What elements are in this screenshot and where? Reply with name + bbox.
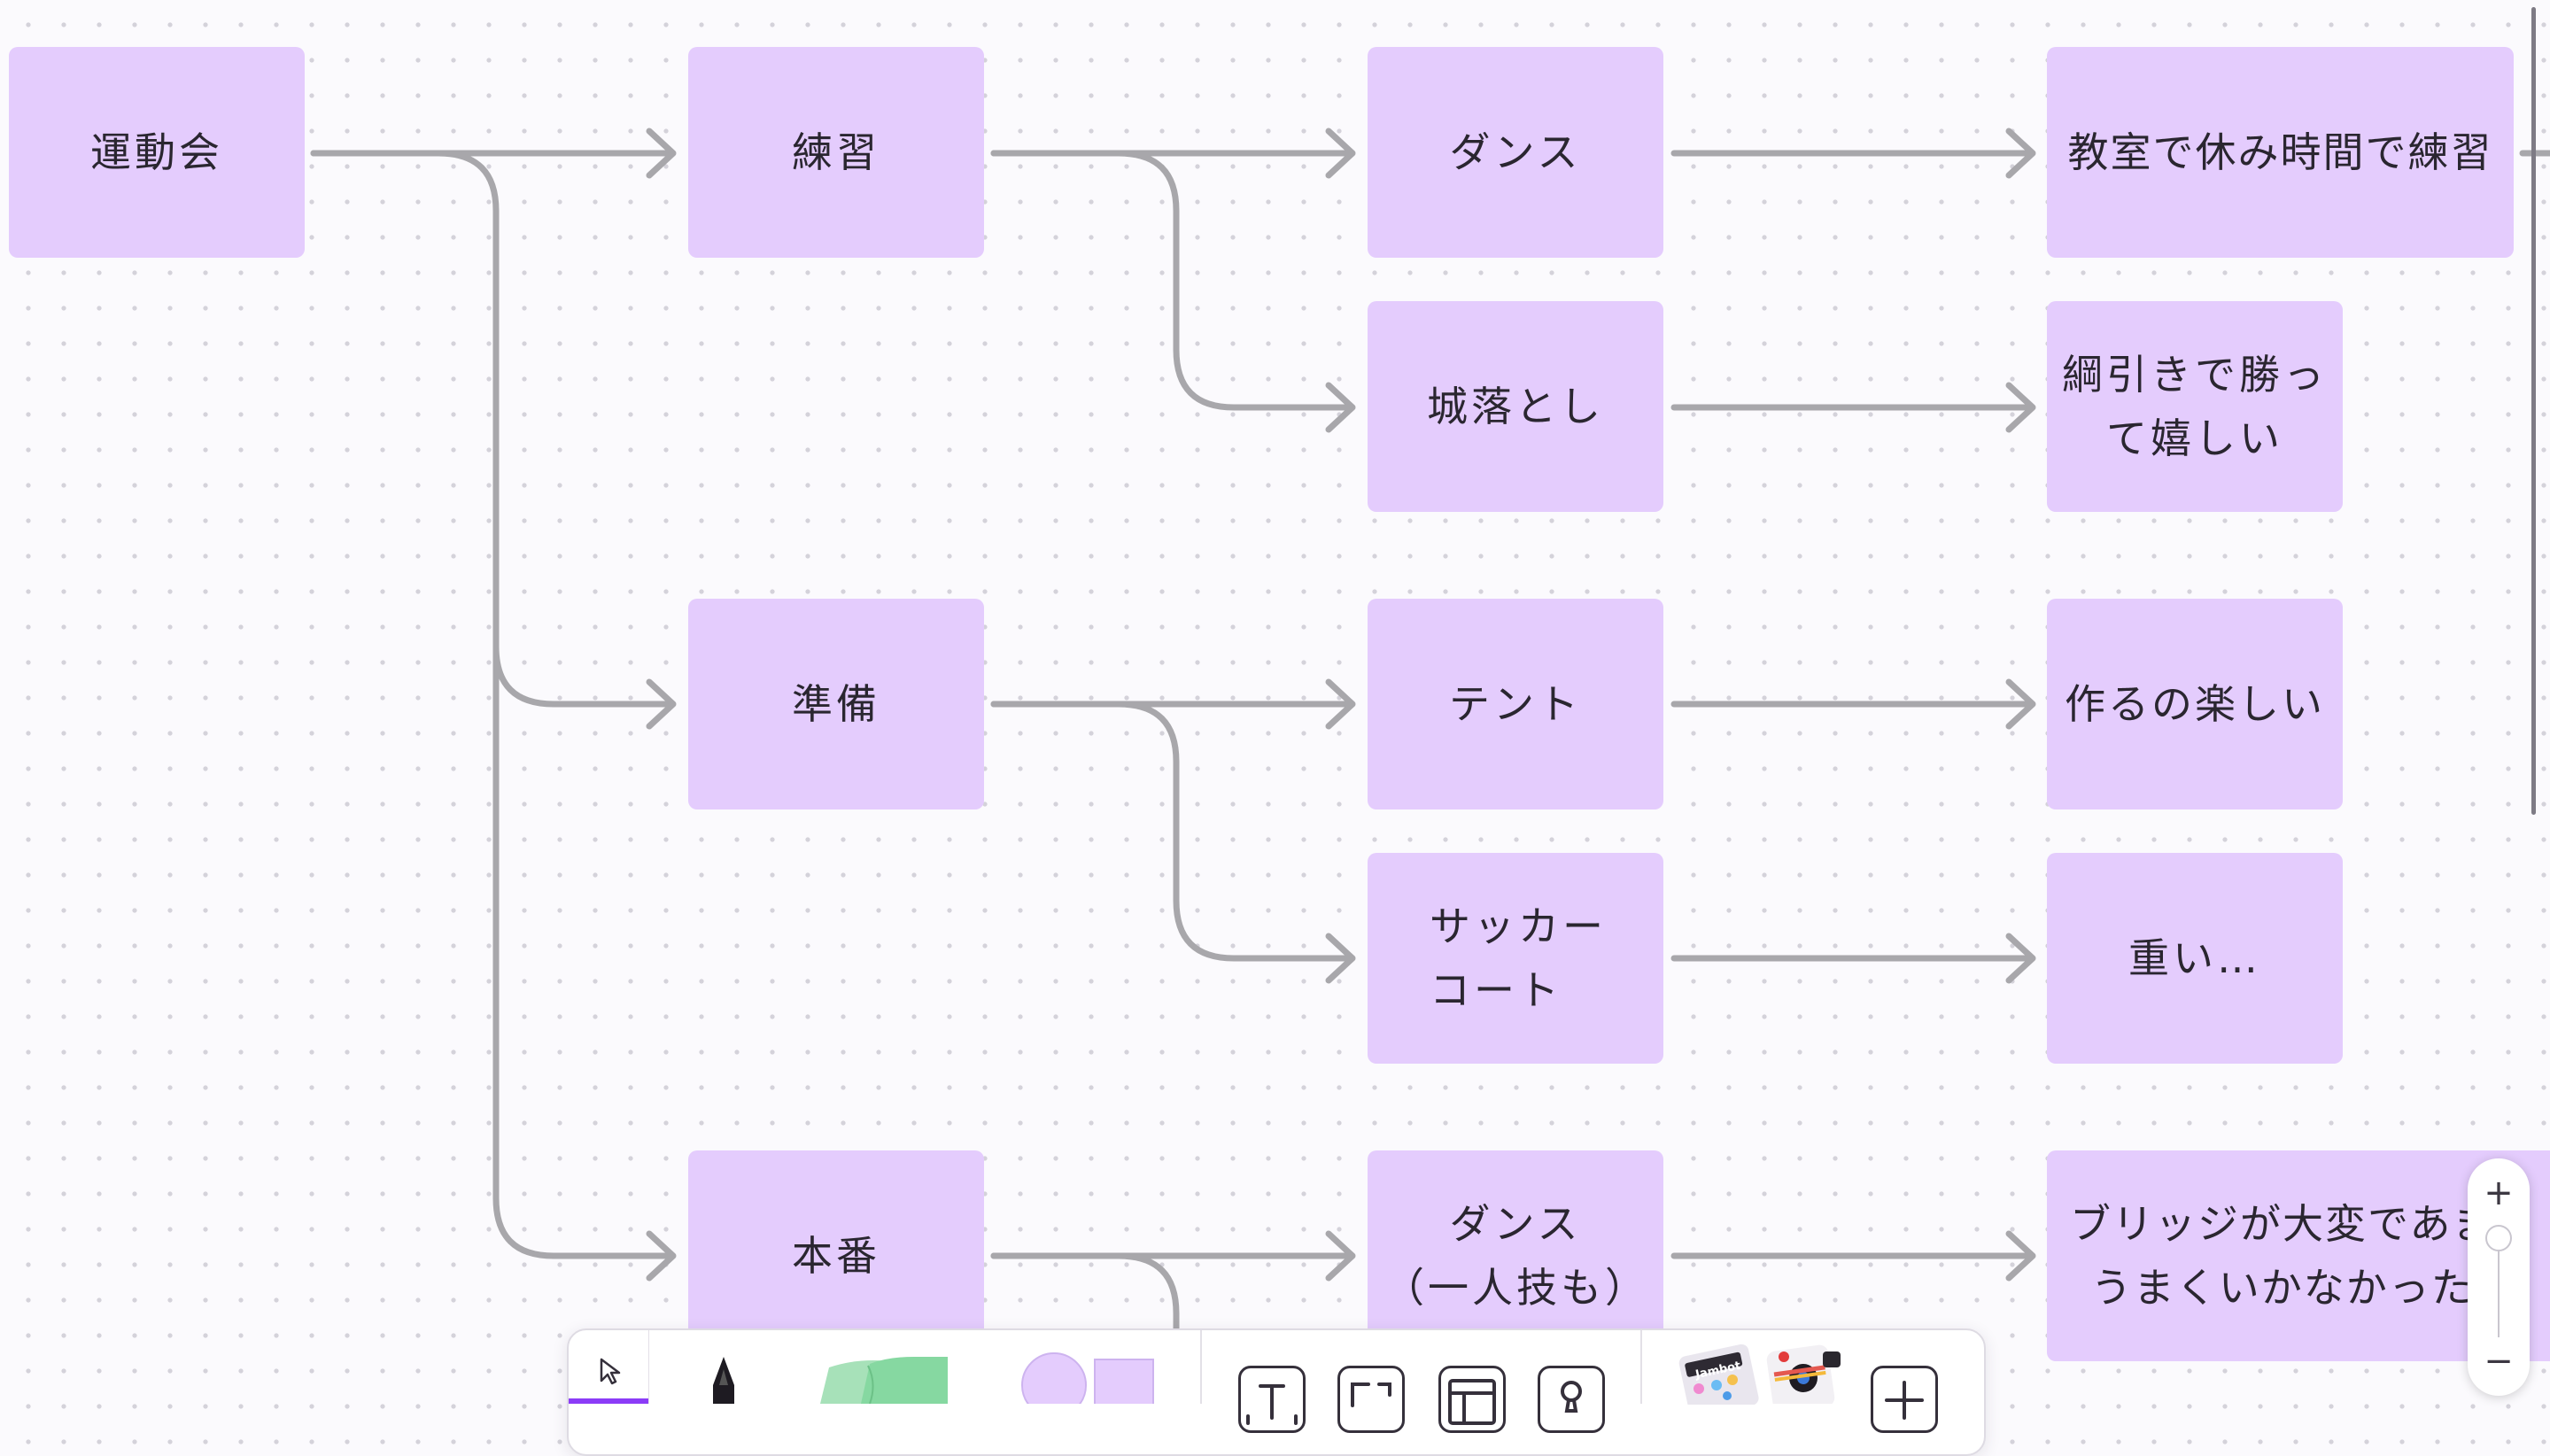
node-bridge[interactable]: ブリッジが大変であま うまくいかなかった: [2047, 1150, 2550, 1361]
stamp-tool-button[interactable]: [1538, 1366, 1605, 1433]
pen-icon: [713, 1357, 734, 1404]
cursor-icon: [600, 1358, 621, 1385]
arrowhead: [1325, 1230, 1356, 1282]
table-icon: [1448, 1379, 1496, 1425]
arrowhead: [1325, 128, 1356, 179]
node-soccer-court[interactable]: サッカー コート: [1368, 853, 1663, 1064]
arrowhead: [2005, 382, 2036, 433]
connector-junbi-soccer: [990, 701, 1354, 962]
arrowhead: [646, 1230, 677, 1282]
connector-renshu-shiro: [990, 150, 1354, 411]
shapes-tool-button[interactable]: [1011, 1330, 1162, 1404]
arrowhead: [2005, 678, 2036, 730]
text-tool-button[interactable]: [1238, 1366, 1306, 1433]
sticky-note-icon: [820, 1357, 948, 1404]
connector-layer: [310, 128, 2550, 1402]
jambot-icon: [1678, 1344, 1759, 1405]
arrowhead: [2005, 933, 2036, 984]
node-shiro-otoshi[interactable]: 城落とし: [1368, 301, 1663, 512]
connector-undoukai-honban: [492, 634, 675, 1259]
arrowhead: [1325, 382, 1356, 433]
sticky-note-tool-button[interactable]: [808, 1330, 958, 1404]
node-dance-solo[interactable]: ダンス （一人技も）: [1368, 1150, 1663, 1361]
node-undoukai[interactable]: 運動会: [9, 47, 305, 258]
connector-honban-next: [990, 1252, 1180, 1402]
connector-undoukai-junbi: [310, 150, 675, 708]
bottom-toolbar: Jambot: [567, 1328, 1986, 1456]
active-indicator: [569, 1398, 648, 1404]
arrowhead: [2005, 128, 2036, 179]
node-kyoshitsu[interactable]: 教室で休み時間で練習: [2047, 47, 2514, 258]
shapes-icon: [1021, 1352, 1154, 1404]
apps-button[interactable]: [1764, 1330, 1853, 1404]
arrowhead: [2005, 1230, 2036, 1282]
text-icon: [1246, 1384, 1298, 1425]
node-tent[interactable]: テント: [1368, 599, 1663, 809]
node-tsunahiki[interactable]: 綱引きで勝っ て嬉しい: [2047, 301, 2343, 512]
arrowhead: [1325, 678, 1356, 730]
select-tool-button[interactable]: [569, 1330, 649, 1404]
node-junbi[interactable]: 準備: [688, 599, 984, 809]
toolbar-separator: [1200, 1330, 1202, 1404]
zoom-out-button[interactable]: −: [2484, 1341, 2514, 1382]
table-tool-button[interactable]: [1438, 1366, 1506, 1433]
node-renshu[interactable]: 練習: [688, 47, 984, 258]
vertical-scrollbar[interactable]: [2531, 7, 2536, 815]
stamp-icon: [1561, 1381, 1582, 1413]
apps-icon: [1766, 1344, 1841, 1404]
node-dance[interactable]: ダンス: [1368, 47, 1663, 258]
pen-tool-button[interactable]: [684, 1330, 763, 1404]
node-honban[interactable]: 本番: [688, 1150, 984, 1361]
frame-icon: [1351, 1382, 1391, 1407]
zoom-in-button[interactable]: +: [2484, 1173, 2514, 1213]
add-button[interactable]: [1871, 1366, 1938, 1433]
node-tsukuru[interactable]: 作るの楽しい: [2047, 599, 2343, 809]
plus-icon: [1885, 1381, 1924, 1420]
arrowhead: [646, 678, 677, 730]
zoom-slider-handle[interactable]: [2485, 1225, 2512, 1251]
zoom-slider-track[interactable]: [2498, 1240, 2500, 1337]
zoom-control: + −: [2468, 1158, 2530, 1396]
node-omoi[interactable]: 重い…: [2047, 853, 2343, 1064]
arrowhead: [1325, 933, 1356, 984]
jambot-button[interactable]: Jambot: [1674, 1334, 1763, 1405]
toolbar-separator: [1640, 1330, 1642, 1404]
arrowhead: [646, 128, 677, 179]
frame-tool-button[interactable]: [1337, 1366, 1405, 1433]
